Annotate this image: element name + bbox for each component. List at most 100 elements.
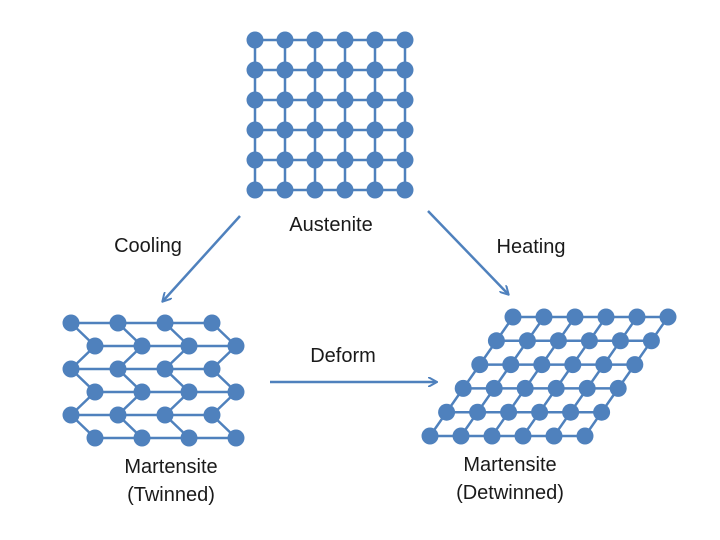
lattice-atom [580,332,598,350]
lattice-atom [593,403,611,421]
lattice-atom [180,429,198,447]
martensite-detwinned-title: Martensite [463,454,556,476]
cooling-label: Cooling [114,235,182,257]
lattice-atom [62,406,80,424]
lattice-atom [276,121,294,139]
heating-arrow [427,210,508,294]
lattice-atom [306,151,324,169]
lattice-atom [156,360,174,378]
lattice-atom [396,91,414,109]
lattice-atom [336,121,354,139]
lattice-atom [276,31,294,49]
lattice-atoms [246,31,414,199]
lattice-atom [549,332,567,350]
lattice-atom [109,406,127,424]
lattice-atom [246,151,264,169]
lattice-atom [576,427,594,445]
lattice-atom [366,151,384,169]
lattice-atom [156,406,174,424]
lattice-atoms [62,314,245,447]
lattice-atom [659,308,677,326]
lattice-atom [595,356,613,374]
lattice-atom [609,379,627,397]
heating-label: Heating [497,236,566,258]
lattice-atom [336,31,354,49]
cooling-arrow [163,215,241,301]
lattice-atom [396,31,414,49]
lattice-atom [502,356,520,374]
lattice-atom [180,337,198,355]
lattice-atom [133,383,151,401]
lattice-atom [133,337,151,355]
lattice-atom [366,61,384,79]
detwinned-martensite-lattice [421,308,677,445]
twinned-martensite-lattice [62,314,245,447]
lattice-atom [578,379,596,397]
lattice-atom [276,151,294,169]
lattice-atom [566,308,584,326]
lattice-atom [366,91,384,109]
lattice-atom [366,181,384,199]
lattice-atom [547,379,565,397]
lattice-atom [86,337,104,355]
lattice-atom [483,427,501,445]
lattice-atom [396,181,414,199]
lattice-atom [500,403,518,421]
lattice-atom [86,429,104,447]
lattice-atom [452,427,470,445]
lattice-atom [246,121,264,139]
lattice-atom [487,332,505,350]
lattice-atom [535,308,553,326]
lattice-atom [396,121,414,139]
lattice-atom [336,151,354,169]
lattice-atom [156,314,174,332]
lattice-atom [276,91,294,109]
lattice-atom [336,91,354,109]
lattice-atom [514,427,532,445]
lattice-atom [485,379,503,397]
lattice-atom [203,406,221,424]
lattice-bonds [428,315,670,438]
lattice-atom [276,181,294,199]
lattice-atom [109,360,127,378]
lattice-atom [246,31,264,49]
lattice-atom [531,403,549,421]
lattice-atom [504,308,522,326]
lattice-atom [564,356,582,374]
lattice-atom [611,332,629,350]
lattice-atom [516,379,534,397]
deform-label: Deform [310,345,376,367]
lattice-atom [469,403,487,421]
lattice-atom [545,427,563,445]
lattice-atom [227,429,245,447]
lattice-atom [562,403,580,421]
lattice-atom [306,61,324,79]
austenite-lattice [246,31,414,199]
lattice-atom [246,91,264,109]
martensite-detwinned-subtitle: (Detwinned) [456,482,564,504]
lattice-atom [421,427,439,445]
martensite-twinned-title: Martensite [124,456,217,478]
lattice-atom [306,31,324,49]
lattice-atom [276,61,294,79]
lattice-atom [62,360,80,378]
lattice-atom [227,337,245,355]
lattice-atom [246,61,264,79]
lattice-bonds [253,38,407,192]
lattice-atom [626,356,644,374]
lattice-atom [109,314,127,332]
lattice-atom [306,181,324,199]
martensite-twinned-subtitle: (Twinned) [127,484,215,506]
lattice-atom [306,121,324,139]
lattice-atom [597,308,615,326]
lattice-atom [454,379,472,397]
lattice-atom [246,181,264,199]
lattice-atom [180,383,198,401]
lattice-atom [203,360,221,378]
lattice-atom [396,61,414,79]
lattice-atom [396,151,414,169]
lattice-atom [62,314,80,332]
lattice-atom [471,356,489,374]
lattice-atoms [421,308,677,445]
